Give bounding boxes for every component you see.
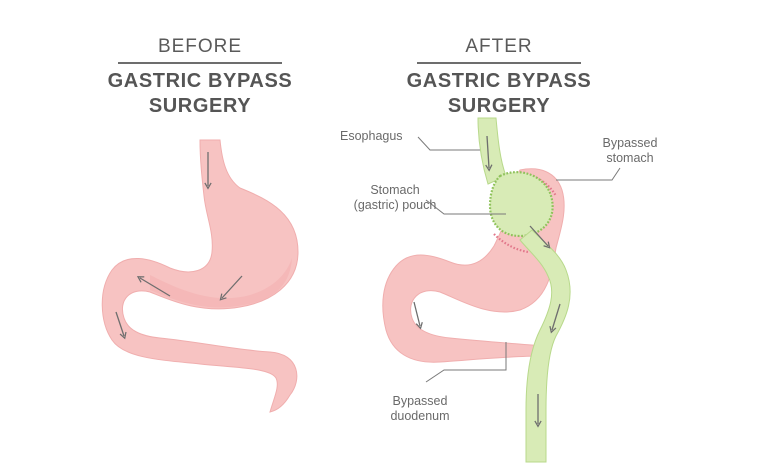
after-label: AFTER [465, 36, 533, 57]
label-bypassed-duodenum-line2: duodenum [390, 409, 450, 423]
before-arrow-2 [219, 275, 243, 301]
leader-pouch [425, 199, 506, 215]
after-arrow-stomach [413, 301, 423, 330]
after-esophagus [477, 117, 507, 185]
after-divider [417, 62, 581, 64]
label-bypassed-stomach: Bypassed stomach [590, 136, 670, 166]
after-title-line1: GASTRIC BYPASS [406, 70, 592, 92]
after-arrow-limb-1 [549, 303, 561, 334]
before-stomach-shade [150, 258, 292, 308]
after-arrow-esophagus [485, 135, 493, 172]
label-bypassed-stomach-line2: stomach [606, 151, 654, 165]
leader-bypassed-duodenum [425, 342, 507, 383]
before-stomach [101, 139, 299, 413]
label-gastric-pouch-line1: Stomach [370, 183, 420, 197]
leader-esophagus [417, 136, 480, 151]
label-bypassed-stomach-line1: Bypassed [602, 136, 658, 150]
before-title-line1: GASTRIC BYPASS [107, 70, 293, 92]
after-gastric-pouch [488, 171, 554, 238]
before-label: BEFORE [157, 36, 243, 57]
before-arrow-4 [115, 311, 127, 340]
before-stomach-body [101, 139, 299, 413]
label-gastric-pouch-line2: (gastric) pouch [353, 198, 437, 212]
label-bypassed-duodenum-line1: Bypassed [392, 394, 448, 408]
label-gastric-pouch: Stomach (gastric) pouch [345, 183, 445, 213]
after-rerouted-tract [413, 117, 571, 463]
before-divider [118, 62, 282, 64]
leader-bypassed-stomach [556, 167, 621, 181]
label-esophagus: Esophagus [340, 129, 403, 143]
after-roux-limb [519, 229, 571, 463]
leader-lines [417, 136, 621, 383]
after-title-line2: SURGERY [447, 95, 551, 117]
label-bypassed-duodenum: Bypassed duodenum [380, 394, 460, 424]
after-arrow-pouch [529, 225, 551, 249]
before-title-line2: SURGERY [148, 95, 252, 117]
before-arrow-3 [136, 276, 171, 297]
